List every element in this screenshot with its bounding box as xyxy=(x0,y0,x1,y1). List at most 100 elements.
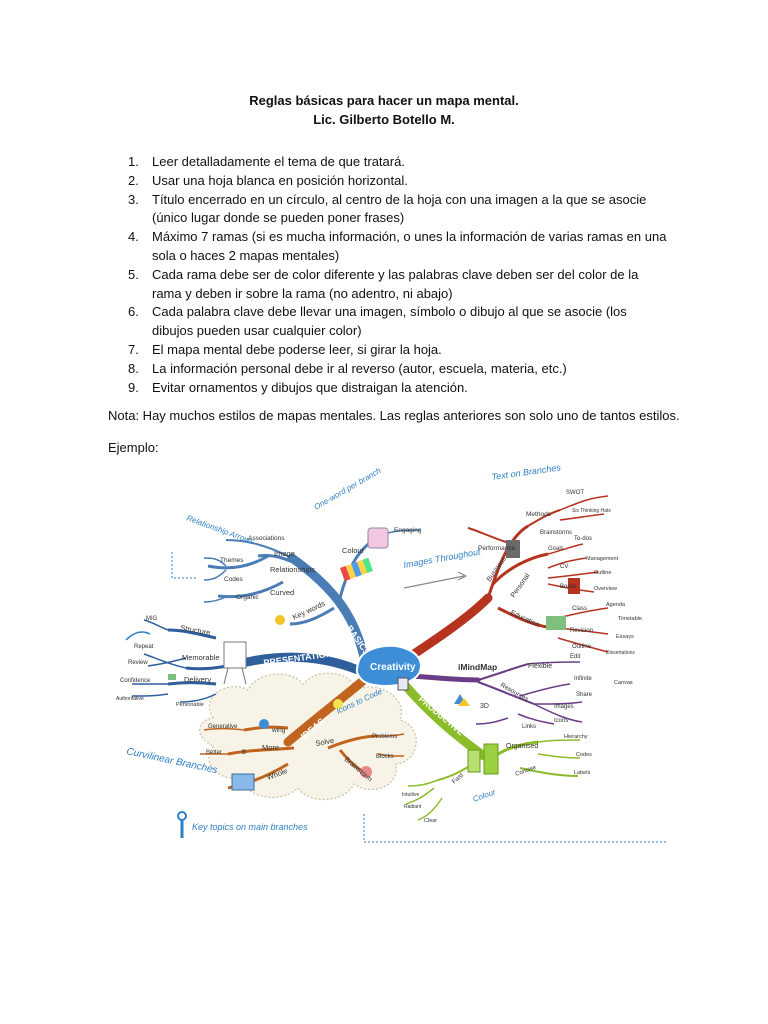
app-todos: To-dos xyxy=(574,536,592,542)
app-personal: Personal xyxy=(510,572,532,599)
imm-edit: Edit xyxy=(570,654,581,660)
document-author: Lic. Gilberto Botello M. xyxy=(313,112,455,127)
imm-3d: 3D xyxy=(480,703,489,710)
app-swot: SWOT xyxy=(566,490,584,496)
app-outline2: Outline xyxy=(572,644,592,650)
list-item: 4. Máximo 7 ramas (si es mucha informació… xyxy=(108,228,668,266)
app-education: Education xyxy=(509,609,540,629)
imm-share: Share xyxy=(576,692,593,698)
imm-infinite: Infinite xyxy=(574,676,592,682)
list-item: 8.La información personal debe ir al rev… xyxy=(108,360,668,379)
prod-hierarchy: Hierarchy xyxy=(564,734,588,740)
list-text: La información personal debe ir al rever… xyxy=(152,360,567,376)
ideas-better: Better xyxy=(206,750,222,756)
imm-links: Links xyxy=(522,724,536,730)
prod-clear: Clear xyxy=(424,818,437,824)
ideas-flowing: wing xyxy=(271,727,286,734)
list-item: 3. Título encerrado en un círculo, al cen… xyxy=(108,191,668,229)
applications-branch: Performance Methods Brainstorms SWOT Six… xyxy=(403,490,642,663)
list-number: 9. xyxy=(128,379,139,395)
annot-relationship-arrows: Relationship Arrows xyxy=(185,513,255,546)
mind-map-figure: Image Associations Relationships Themes … xyxy=(116,462,668,843)
ideas-blocks: Blocks xyxy=(376,754,394,760)
list-number: 1. xyxy=(128,154,139,169)
list-number: 4. xyxy=(128,229,139,245)
app-management: Management xyxy=(586,556,619,562)
app-essays: Essays xyxy=(616,634,634,640)
app-overview: Overview xyxy=(594,586,617,592)
app-six-hats: Six Thinking Hats xyxy=(572,508,611,514)
pres-personable: Personable xyxy=(176,702,204,708)
pres-memorable: Memorable xyxy=(182,653,220,662)
basics-curved: Curved xyxy=(270,588,294,597)
pres-repeat: Repeat xyxy=(134,644,154,650)
prod-radiant: Radiant xyxy=(404,804,422,810)
list-number: 7. xyxy=(128,341,139,357)
example-label: Ejemplo: xyxy=(108,440,159,455)
imm-flexible: Flexible xyxy=(528,663,552,670)
list-text: Título encerrado en un círculo, al centr… xyxy=(152,191,647,226)
prod-labels: Labels xyxy=(574,770,590,776)
basics-keywords: Key words xyxy=(291,599,327,622)
ideas-solve: Solve xyxy=(315,736,335,748)
list-item: 2. Usar una hoja blanca en posición horiz… xyxy=(108,172,668,191)
imindmap-label: iMindMap xyxy=(458,662,497,672)
basics-colour: Colour xyxy=(342,546,365,555)
app-outline: Outline xyxy=(594,570,611,576)
pres-authoritative: Authoritative xyxy=(116,696,144,702)
prod-concise: Concise xyxy=(515,765,538,778)
annot-arrow-dashed xyxy=(171,552,198,579)
app-dissertations: Dissertations xyxy=(606,650,635,656)
basics-relationships: Relationships xyxy=(270,565,315,574)
pres-delivery: Delivery xyxy=(184,675,211,684)
list-number: 5. xyxy=(128,266,139,282)
app-cv: CV xyxy=(560,564,568,570)
ideas-more: More xyxy=(262,743,279,752)
basics-themes: Themes xyxy=(220,557,244,564)
list-item: 9. Evitar ornamentos y dibujos que distra… xyxy=(108,379,668,398)
imm-canvas: Canvas xyxy=(614,680,633,686)
annot-one-word: One-word per branch xyxy=(313,466,383,512)
list-text: Cada palabra clave debe llevar una image… xyxy=(152,304,627,339)
basics-organic: Organic xyxy=(236,594,260,601)
app-revision: Revision xyxy=(570,628,593,634)
app-class: Class xyxy=(572,606,587,612)
app-brainstorms: Brainstorms xyxy=(540,530,572,536)
prod-intuitive: Intuitive xyxy=(402,792,419,798)
list-item: 7. El mapa mental debe poderse leer, si g… xyxy=(108,341,668,360)
annot-curve-arrow xyxy=(125,631,151,641)
rules-list: 1. Leer detalladamente el tema de que tra… xyxy=(108,153,668,397)
ideas-problems: Problems xyxy=(372,734,397,740)
document-title: Reglas básicas para hacer un mapa mental… xyxy=(249,93,519,108)
list-text: Máximo 7 ramas (si es mucha información,… xyxy=(152,229,667,263)
list-text: Leer detalladamente el tema de que trata… xyxy=(152,154,405,169)
imm-icons: Icons xyxy=(554,718,568,724)
annot-curvilinear: Curvilinear Branches xyxy=(125,746,218,776)
list-text: El mapa mental debe poderse leer, si gir… xyxy=(152,341,442,357)
annot-key-topics: Key topics on main branches xyxy=(192,822,308,832)
annot-text-on-branches: Text on Branches xyxy=(491,462,562,482)
app-books: Books xyxy=(560,584,577,590)
list-text: Usar una hoja blanca en posición horizon… xyxy=(152,172,408,188)
app-goals: Goals xyxy=(548,546,564,552)
annot-images-throughout: Images Throughout xyxy=(403,546,482,569)
list-text: Evitar ornamentos y dibujos que distraig… xyxy=(152,379,468,395)
list-number: 3. xyxy=(128,191,139,207)
list-item: 1. Leer detalladamente el tema de que tra… xyxy=(108,153,668,172)
center-label: Creativity xyxy=(370,662,416,673)
pres-review: Review xyxy=(128,660,148,666)
list-number: 2. xyxy=(128,172,139,188)
list-item: 5. Cada rama debe ser de color diferente … xyxy=(108,266,668,304)
prod-codes: Codes xyxy=(576,752,592,758)
imm-images: Images xyxy=(554,704,574,710)
app-methods: Methods xyxy=(526,511,552,518)
list-text: Cada rama debe ser de color diferente y … xyxy=(152,266,639,301)
app-agenda: Agenda xyxy=(606,602,626,608)
note-text: Nota: Hay muchos estilos de mapas mental… xyxy=(108,408,680,423)
list-number: 6. xyxy=(128,304,139,320)
list-item: 6. Cada palabra clave debe llevar una ima… xyxy=(108,303,668,341)
basics-associations: Associations xyxy=(248,535,285,542)
imindmap-branch: iMindMap Flexible Edit Infinite Canvas S… xyxy=(409,654,633,730)
basics-image: Image xyxy=(274,549,295,558)
